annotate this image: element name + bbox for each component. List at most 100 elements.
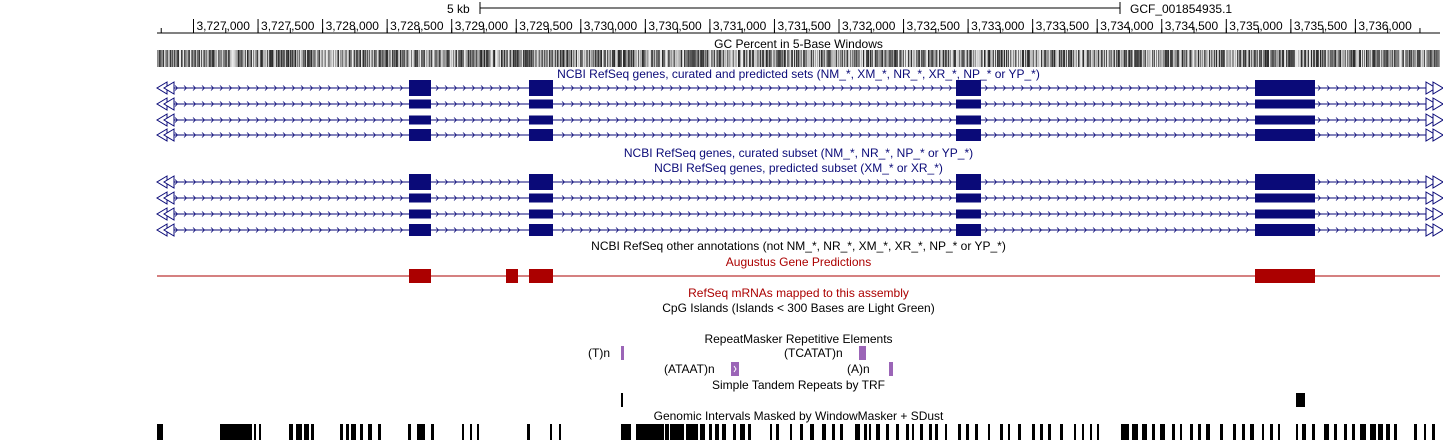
- gc-bin: [1107, 50, 1108, 67]
- gc-bin: [782, 50, 783, 67]
- strand-arrow: [1155, 211, 1160, 217]
- gc-bin: [1169, 50, 1170, 67]
- strand-arrow: [435, 179, 440, 185]
- gc-bin: [532, 50, 533, 67]
- repeat-label-tcatat-n[interactable]: (TCATAT)n: [784, 346, 843, 360]
- repeat-element: [859, 346, 866, 360]
- gc-bin: [690, 50, 691, 67]
- gc-bin: [375, 50, 376, 67]
- gc-bin: [742, 50, 743, 67]
- gc-bin: [183, 50, 184, 67]
- strand-arrow: [210, 227, 215, 233]
- strand-arrow: [930, 211, 935, 217]
- strand-arrow: [660, 85, 665, 91]
- refseq-curated-track-label[interactable]: NCBI RefSeq genes, curated subset (NM_*,…: [623, 146, 974, 160]
- gc-bin: [273, 50, 274, 67]
- gc-bin: [695, 50, 696, 67]
- gc-bin: [450, 50, 451, 67]
- gc-bin: [882, 50, 883, 67]
- gc-bin: [1336, 50, 1337, 67]
- gc-bin: [459, 50, 460, 67]
- strand-arrow: [867, 132, 872, 138]
- strand-arrow: [1362, 117, 1367, 123]
- gc-bin: [1121, 50, 1122, 67]
- strand-arrow: [1173, 101, 1178, 107]
- gc-bin: [1105, 50, 1106, 67]
- strand-arrow: [300, 85, 305, 91]
- gc-bin: [783, 50, 784, 67]
- strand-arrow: [201, 195, 206, 201]
- gc-bin: [902, 50, 903, 67]
- refseq-predicted-track-label[interactable]: NCBI RefSeq genes, predicted subset (XM_…: [654, 161, 943, 175]
- gc-percent-track[interactable]: [157, 50, 1440, 67]
- gc-bin: [812, 50, 813, 67]
- gc-bin: [348, 50, 349, 67]
- strand-arrow: [327, 179, 332, 185]
- strand-arrow: [435, 101, 440, 107]
- strand-arrow: [831, 132, 836, 138]
- repeat-label-ataat-n[interactable]: (ATAAT)n: [664, 362, 715, 376]
- refseq-all-track-label[interactable]: NCBI RefSeq genes, curated and predicted…: [557, 67, 1040, 81]
- augustus-track-label[interactable]: Augustus Gene Predictions: [725, 255, 872, 269]
- masked-interval: [715, 424, 719, 440]
- strand-arrow: [1110, 227, 1115, 233]
- strand-arrow: [480, 132, 485, 138]
- strand-arrow: [480, 101, 485, 107]
- gc-bin: [224, 50, 225, 67]
- gc-bin: [1322, 50, 1323, 67]
- repeatmasker-track[interactable]: [621, 346, 893, 376]
- gc-bin: [807, 50, 808, 67]
- gc-bin: [907, 50, 908, 67]
- strand-arrow: [1398, 117, 1403, 123]
- simple-repeats-track-label[interactable]: Simple Tandem Repeats by TRF: [712, 378, 885, 392]
- strand-arrow: [651, 85, 656, 91]
- gc-percent-track-label[interactable]: GC Percent in 5-Base Windows: [714, 37, 883, 51]
- gc-bin: [662, 50, 663, 67]
- gc-bin: [508, 50, 509, 67]
- cpg-islands-track-label[interactable]: CpG Islands (Islands < 300 Bases are Lig…: [662, 301, 935, 315]
- refseq-all-track[interactable]: [156, 80, 1443, 142]
- gc-bin: [253, 50, 254, 67]
- refseq-predicted-track[interactable]: [156, 174, 1443, 237]
- strand-arrow: [1200, 211, 1205, 217]
- gc-bin: [1270, 50, 1271, 67]
- repeat-label-t-n[interactable]: (T)n: [588, 346, 610, 360]
- gc-bin: [361, 50, 362, 67]
- gc-bin: [428, 50, 429, 67]
- strand-arrow: [1074, 227, 1079, 233]
- strand-arrow: [462, 227, 467, 233]
- repeat-label-a-n[interactable]: (A)n: [847, 362, 870, 376]
- gc-bin: [577, 50, 578, 67]
- clipped-right-marker: [1432, 81, 1443, 95]
- gc-bin: [653, 50, 654, 67]
- gc-bin: [1033, 50, 1034, 67]
- gc-bin: [385, 50, 386, 67]
- strand-arrow: [660, 101, 665, 107]
- windowmasker-track[interactable]: [157, 424, 1435, 440]
- gc-bin: [977, 50, 978, 67]
- repeatmasker-track-label[interactable]: RepeatMasker Repetitive Elements: [704, 332, 893, 346]
- masked-interval: [1082, 424, 1084, 440]
- strand-arrow: [210, 101, 215, 107]
- strand-arrow: [219, 85, 224, 91]
- gc-bin: [985, 50, 986, 67]
- strand-arrow: [651, 179, 656, 185]
- augustus-track[interactable]: [157, 269, 1440, 283]
- simple-repeats-track[interactable]: [621, 393, 1305, 407]
- gc-bin: [182, 50, 183, 67]
- gc-bin: [929, 50, 930, 67]
- strand-arrow: [696, 227, 701, 233]
- gc-bin: [926, 50, 927, 67]
- strand-arrow: [759, 132, 764, 138]
- windowmasker-track-label[interactable]: Genomic Intervals Masked by WindowMasker…: [653, 409, 944, 423]
- gc-bin: [505, 50, 506, 67]
- refseq-mrna-track-label[interactable]: RefSeq mRNAs mapped to this assembly: [688, 286, 909, 300]
- strand-arrow: [219, 179, 224, 185]
- strand-arrow: [1029, 132, 1034, 138]
- gc-bin: [1417, 50, 1418, 67]
- refseq-other-track-label[interactable]: NCBI RefSeq other annotations (not NM_*,…: [591, 239, 1006, 253]
- strand-arrow: [1326, 227, 1331, 233]
